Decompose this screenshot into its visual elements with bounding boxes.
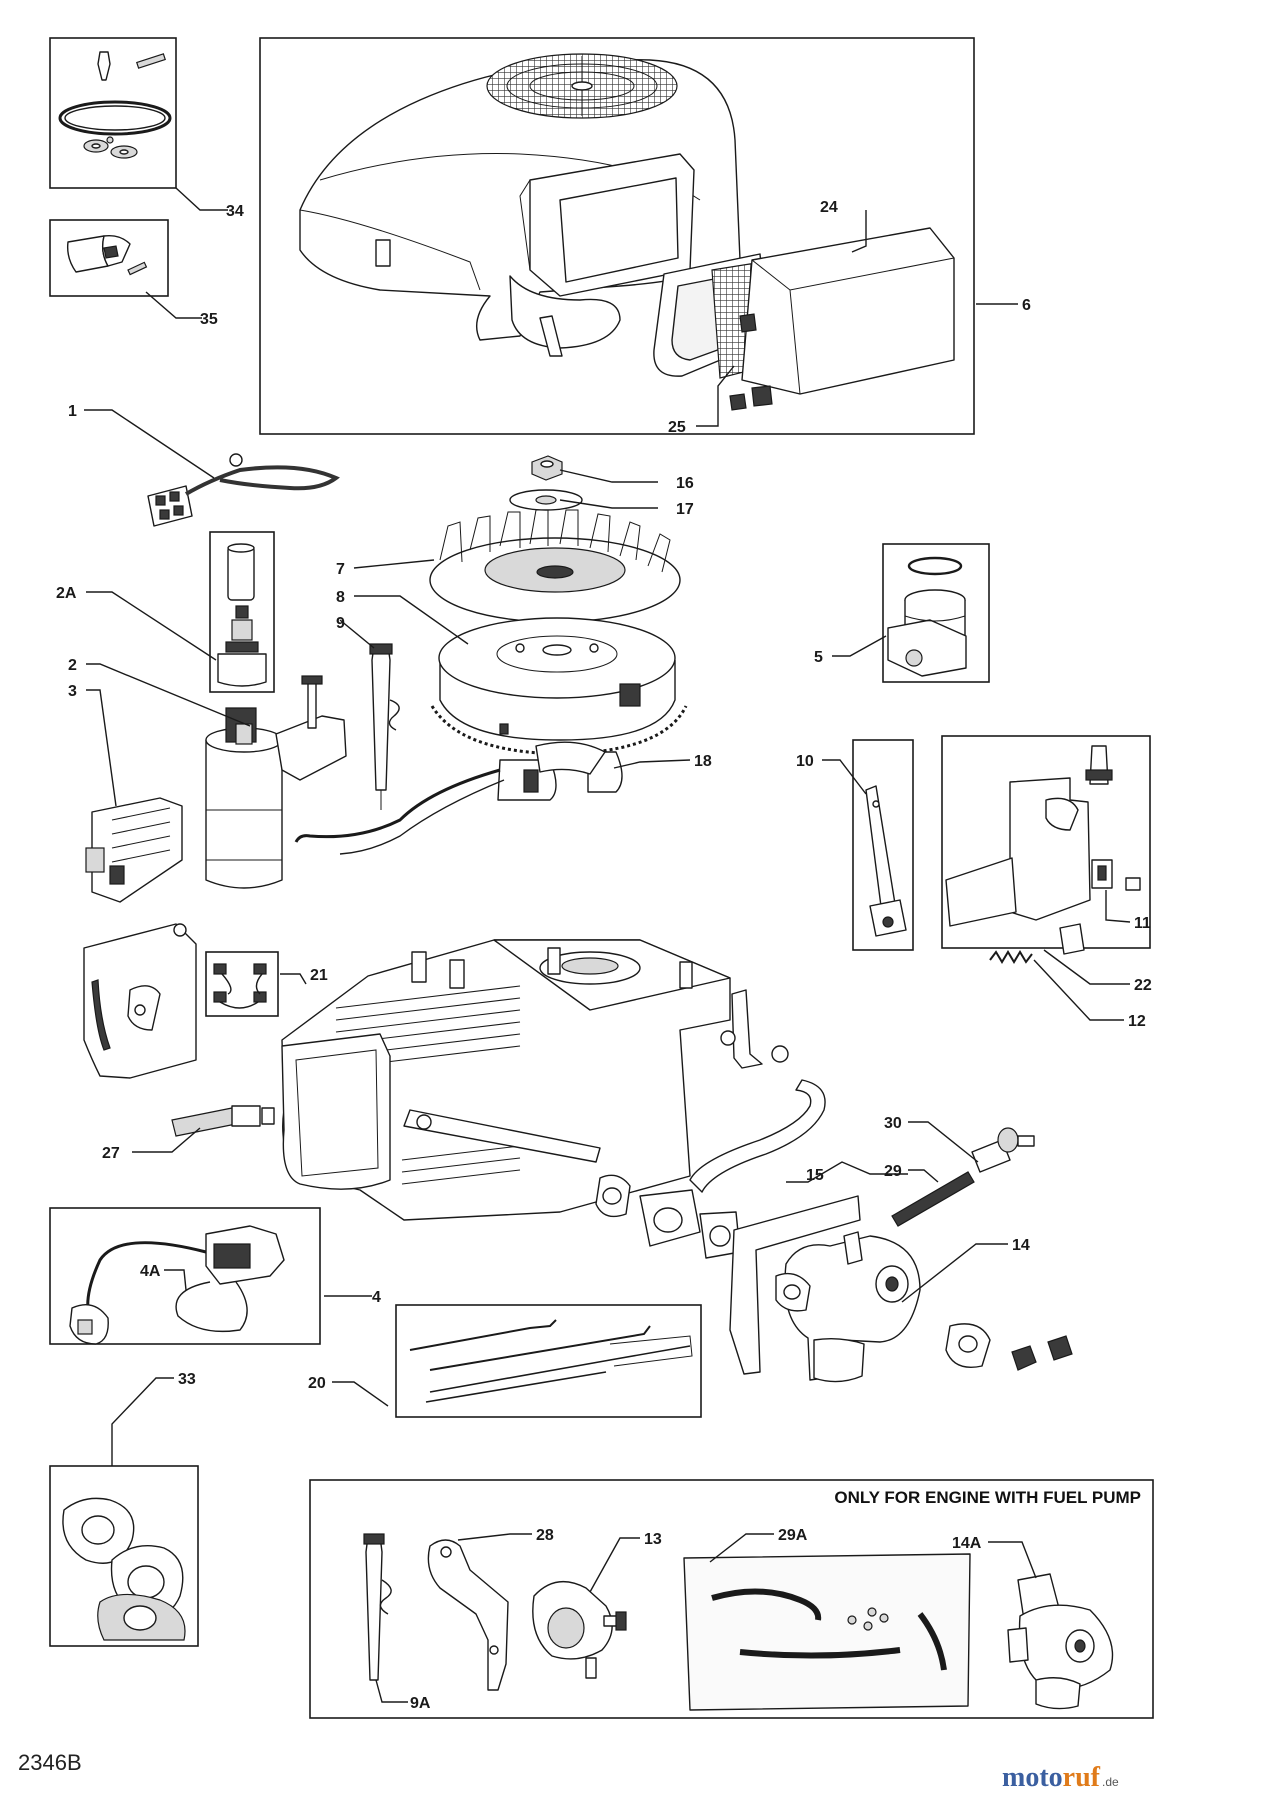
callout-27: 27 <box>102 1145 120 1162</box>
callout-6: 6 <box>1022 297 1031 314</box>
box-cylinder-5 <box>882 543 990 683</box>
callout-20: 20 <box>308 1375 326 1392</box>
leader-lines <box>84 187 1131 1703</box>
callout-12: 12 <box>1128 1013 1146 1030</box>
callout-9: 9 <box>336 615 345 632</box>
box-lever-10 <box>852 739 914 951</box>
callout-24: 24 <box>820 199 838 216</box>
brand-name-right: ruf <box>1063 1762 1101 1793</box>
callout-14: 14 <box>1012 1237 1030 1254</box>
callout-15: 15 <box>806 1167 824 1184</box>
spring-art <box>989 950 1033 964</box>
callout-7: 7 <box>336 561 345 578</box>
callout-2: 2 <box>68 657 77 674</box>
side-shield-art <box>83 923 197 1079</box>
callout-4a: 4A <box>140 1263 161 1280</box>
callout-2a: 2A <box>56 585 77 602</box>
callout-28: 28 <box>536 1527 554 1544</box>
ground-wires-art <box>213 963 267 1009</box>
callout-14a: 14A <box>952 1535 982 1552</box>
box-links-20 <box>395 1304 702 1418</box>
dipstick-art <box>369 643 400 810</box>
callout-labels: 34 35 24 6 25 1 16 17 7 8 2A 9 5 2 3 18 … <box>56 199 1152 1712</box>
callout-34: 34 <box>226 203 244 220</box>
gasket-set-art <box>62 1497 186 1641</box>
box-governor-22 <box>941 735 1151 949</box>
diagram-code: 2346B <box>18 1750 82 1775</box>
air-cleaner-art <box>653 227 955 411</box>
box-fuel-pump-kit <box>309 1479 1154 1719</box>
callout-29a: 29A <box>778 1527 808 1544</box>
governor-bracket-art <box>945 745 1141 955</box>
callout-30: 30 <box>884 1115 902 1132</box>
box-gaskets-33 <box>49 1465 199 1647</box>
callout-16: 16 <box>676 475 694 492</box>
callout-8: 8 <box>336 589 345 606</box>
throttle-lever-art <box>865 785 907 937</box>
callout-29: 29 <box>884 1163 902 1180</box>
box-starter-drive-2a <box>209 531 275 693</box>
callout-17: 17 <box>676 501 694 518</box>
callout-5: 5 <box>814 649 823 666</box>
fuel-fitting-art <box>891 1127 1035 1227</box>
callout-21: 21 <box>310 967 328 984</box>
cylinder-sleeve-art <box>887 556 967 677</box>
carburetor-art <box>729 1195 1073 1383</box>
box-shroud-6 <box>259 37 975 435</box>
breather-hose-art <box>689 1079 826 1193</box>
clamp-kit-art <box>66 234 148 276</box>
callout-22: 22 <box>1134 977 1152 994</box>
callout-9a: 9A <box>410 1695 431 1712</box>
ignition-coil-art <box>69 1225 285 1345</box>
brand-logo: motoruf .de <box>1002 1762 1119 1793</box>
solenoid-art <box>85 797 183 903</box>
brand-name-left: moto <box>1002 1762 1063 1793</box>
fuel-pump-note: ONLY FOR ENGINE WITH FUEL PUMP <box>834 1488 1141 1507</box>
ignition-module-art <box>294 741 623 855</box>
svg-text:motoruf: motoruf <box>1002 1762 1101 1793</box>
fuel-pump-kit-art <box>363 1533 1114 1711</box>
wire-harness-art <box>147 453 340 527</box>
callout-35: 35 <box>200 311 218 328</box>
callout-1: 1 <box>68 403 77 420</box>
engine-block-art <box>171 939 789 1259</box>
box-ignition-4 <box>49 1207 321 1345</box>
box-kit-34 <box>49 37 177 189</box>
starter-drive-art <box>217 543 267 687</box>
linkage-rods-art <box>409 1319 693 1403</box>
callout-13: 13 <box>644 1531 662 1548</box>
callout-11: 11 <box>1134 915 1151 932</box>
starter-motor-art <box>205 675 347 889</box>
callout-4: 4 <box>372 1289 381 1306</box>
seal-kit-art <box>58 51 172 159</box>
callout-18: 18 <box>694 753 712 770</box>
flywheel-fan-art <box>429 455 688 756</box>
box-kit-35 <box>49 219 169 297</box>
callout-3: 3 <box>68 683 77 700</box>
callout-25: 25 <box>668 419 686 436</box>
callout-33: 33 <box>178 1371 196 1388</box>
box-wires-21 <box>205 951 279 1017</box>
blower-housing-art <box>299 53 741 357</box>
callout-10: 10 <box>796 753 814 770</box>
brand-suffix: .de <box>1102 1775 1119 1789</box>
